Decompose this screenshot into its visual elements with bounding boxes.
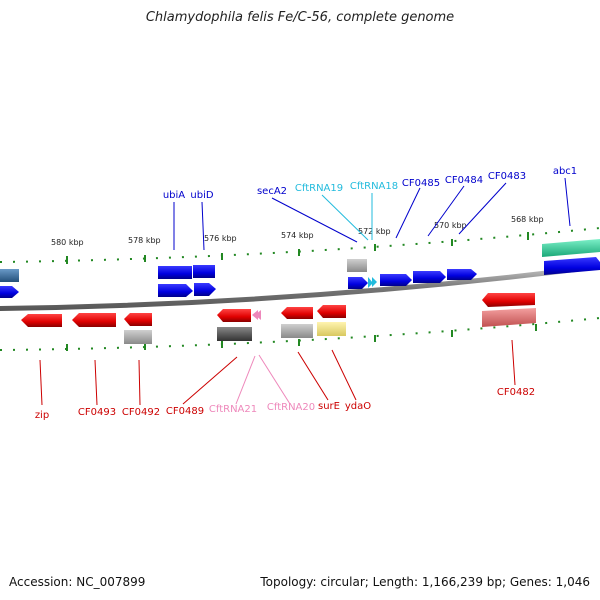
reverse-gene-track (21, 293, 536, 344)
gene-label[interactable]: CF0483 (488, 171, 526, 182)
gene-label[interactable]: CF0489 (166, 406, 204, 417)
ruler-label: 576 kbp (204, 234, 237, 243)
callout-line (182, 356, 238, 405)
genome-summary-text: Topology: circular; Length: 1,166,239 bp… (260, 575, 590, 589)
callout-line (201, 201, 205, 251)
gene-label[interactable]: zip (35, 410, 49, 421)
gene-label[interactable]: CftRNA21 (209, 404, 257, 415)
callout-line (458, 182, 507, 235)
gene-arrow[interactable] (317, 305, 346, 318)
gene-label[interactable]: abc1 (553, 166, 577, 177)
gene-arrow[interactable] (124, 313, 152, 326)
gene-arrow[interactable] (72, 313, 116, 327)
trna-arrow[interactable] (372, 277, 377, 287)
callout-line (427, 185, 465, 237)
gene-label[interactable]: CF0493 (78, 407, 116, 418)
callout-line (94, 359, 98, 406)
gene-feature[interactable] (281, 324, 313, 338)
trna-arrow[interactable] (255, 310, 261, 320)
gene-label[interactable]: ydaO (345, 401, 371, 412)
ruler-label: 580 kbp (51, 238, 84, 247)
ruler-label: 578 kbp (128, 236, 161, 245)
ruler-label: 572 kbp (358, 227, 391, 236)
gene-arrow[interactable] (158, 284, 193, 297)
gene-arrow[interactable] (21, 314, 62, 327)
ruler-label: 570 kbp (434, 221, 467, 230)
gene-label[interactable]: CF0484 (445, 175, 483, 186)
upper-ruler (0, 227, 600, 264)
gene-label[interactable]: CftRNA20 (267, 402, 315, 413)
gene-arrow[interactable] (0, 286, 19, 298)
gene-arrow[interactable] (217, 309, 251, 322)
map-title: Chlamydophila felis Fe/C-56, complete ge… (145, 10, 455, 25)
callout-line (395, 187, 421, 239)
gene-label[interactable]: CftRNA18 (350, 181, 398, 192)
accession-text: Accession: NC_007899 (9, 575, 146, 589)
forward-gene-track (0, 239, 600, 298)
gene-label[interactable]: CF0482 (497, 387, 535, 398)
callout-line (331, 349, 357, 401)
gene-label[interactable]: CF0485 (402, 178, 440, 189)
ruler-label: 568 kbp (511, 215, 544, 224)
gene-arrow[interactable] (413, 271, 446, 283)
callout-line (271, 197, 358, 243)
gene-feature[interactable] (193, 265, 215, 278)
callout-line (258, 354, 291, 405)
gene-label[interactable]: secA2 (257, 186, 287, 197)
gene-feature[interactable] (217, 327, 252, 341)
gene-arrow[interactable] (281, 307, 313, 319)
callout-line (39, 359, 43, 406)
trna-arrow[interactable] (368, 277, 373, 288)
lower-ruler (0, 317, 600, 351)
gene-feature[interactable] (124, 330, 152, 344)
gene-feature[interactable] (158, 266, 192, 279)
gene-label[interactable]: ubiD (190, 190, 213, 201)
gene-arrow[interactable] (544, 257, 600, 275)
gene-feature[interactable] (482, 308, 536, 327)
genome-backbone (0, 264, 600, 311)
gene-label[interactable]: surE (318, 401, 340, 412)
gene-label[interactable]: ubiA (163, 190, 185, 201)
gene-label[interactable]: CftRNA19 (295, 183, 343, 194)
callout-line (564, 177, 571, 227)
gene-feature[interactable] (317, 322, 346, 336)
gene-arrow[interactable] (482, 293, 535, 307)
gene-arrow[interactable] (380, 274, 412, 286)
gene-feature[interactable] (542, 239, 600, 257)
callout-line (138, 359, 141, 406)
gene-feature[interactable] (347, 259, 367, 272)
callout-line (511, 339, 516, 386)
gene-feature[interactable] (0, 269, 19, 282)
gene-arrow[interactable] (447, 269, 477, 280)
gene-arrow[interactable] (194, 283, 216, 296)
gene-label[interactable]: CF0492 (122, 407, 160, 418)
callout-line (297, 351, 329, 401)
gene-arrow[interactable] (348, 277, 368, 289)
callout-line (235, 355, 256, 405)
callout-line (321, 194, 369, 241)
ruler-label: 574 kbp (281, 231, 314, 240)
